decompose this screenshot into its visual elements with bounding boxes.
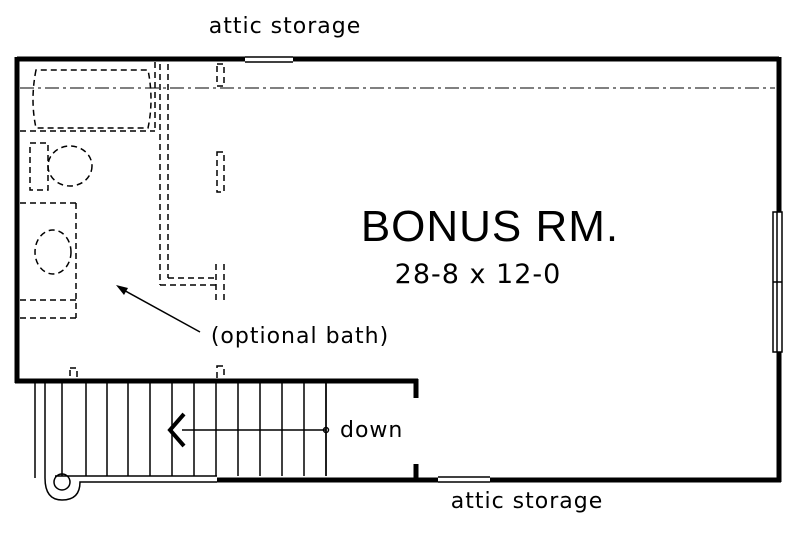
sink-basin xyxy=(34,229,72,275)
attic-storage-bottom-label: attic storage xyxy=(451,489,604,514)
toilet-tank xyxy=(29,142,49,191)
staircase xyxy=(34,382,327,501)
window-right xyxy=(772,211,783,353)
bathtub-outline xyxy=(32,69,152,129)
stairs-direction-arrow xyxy=(167,412,330,448)
attic-access-bottom xyxy=(438,476,490,483)
optional-bath-fixtures xyxy=(20,62,225,381)
attic-storage-top-label: attic storage xyxy=(209,14,362,39)
exterior-walls xyxy=(14,56,782,483)
optional-bath-arrow xyxy=(116,285,201,333)
toilet-bowl xyxy=(47,145,93,187)
optional-bath-label: (optional bath) xyxy=(211,324,389,349)
room-name-label: BONUS RM. xyxy=(361,202,619,251)
room-dimensions-label: 28-8 x 12-0 xyxy=(395,259,562,290)
stairs-down-label: down xyxy=(340,418,403,443)
attic-access-top xyxy=(245,56,293,63)
